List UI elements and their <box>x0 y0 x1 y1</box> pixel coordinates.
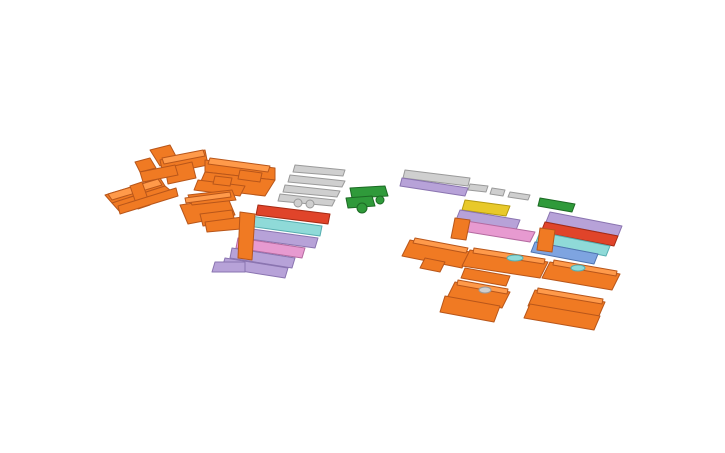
left-part-group <box>104 144 389 279</box>
orange-piece <box>237 169 263 183</box>
orange-top-piece <box>161 149 206 165</box>
grey-piece <box>292 164 346 177</box>
orange-piece <box>212 175 233 187</box>
orange-plate-center-left <box>193 157 276 197</box>
colored-rod-stack-left <box>211 204 331 279</box>
orange-piece <box>523 303 601 331</box>
green-piece <box>349 185 389 199</box>
grey-piece <box>402 169 471 187</box>
orange-piece <box>134 157 157 173</box>
orange-plates-right <box>401 237 621 331</box>
orange-frame-left <box>104 177 179 215</box>
grey-piece <box>277 193 336 207</box>
green-parts <box>345 185 389 214</box>
grey-piece <box>489 187 506 197</box>
green-piece <box>345 195 376 209</box>
right-part-group <box>399 169 623 331</box>
grey-piece <box>293 198 303 208</box>
grey-piece <box>478 286 492 294</box>
green-piece <box>375 195 385 205</box>
teal-piece <box>535 231 611 257</box>
orange-piece <box>139 164 179 183</box>
orange-parts-small <box>134 144 209 185</box>
orange-piece <box>439 295 501 323</box>
grey-rods-right <box>399 169 576 213</box>
orange-top-piece <box>536 287 604 305</box>
teal-piece <box>570 264 586 272</box>
grey-sprues <box>277 164 346 209</box>
orange-piece <box>460 267 511 287</box>
orange-top-piece <box>412 237 469 254</box>
grey-piece <box>467 183 489 193</box>
teal-piece <box>506 254 524 262</box>
orange-piece <box>536 227 556 253</box>
orange-piece <box>237 211 256 261</box>
grey-piece <box>507 191 531 201</box>
green-piece <box>537 197 576 213</box>
orange-piece <box>450 217 471 241</box>
red-piece <box>255 204 331 225</box>
yellow-piece <box>461 199 511 217</box>
green-piece <box>356 202 368 214</box>
lavender-piece <box>211 261 246 273</box>
orange-piece <box>117 187 179 215</box>
colored-rods-right <box>450 199 623 265</box>
orange-top-piece <box>207 157 271 173</box>
orange-piece <box>419 257 446 273</box>
orange-top-piece <box>184 191 232 204</box>
lavender-piece <box>399 177 469 197</box>
grey-piece <box>287 174 346 188</box>
grey-piece <box>305 199 315 209</box>
grey-piece <box>282 184 341 198</box>
